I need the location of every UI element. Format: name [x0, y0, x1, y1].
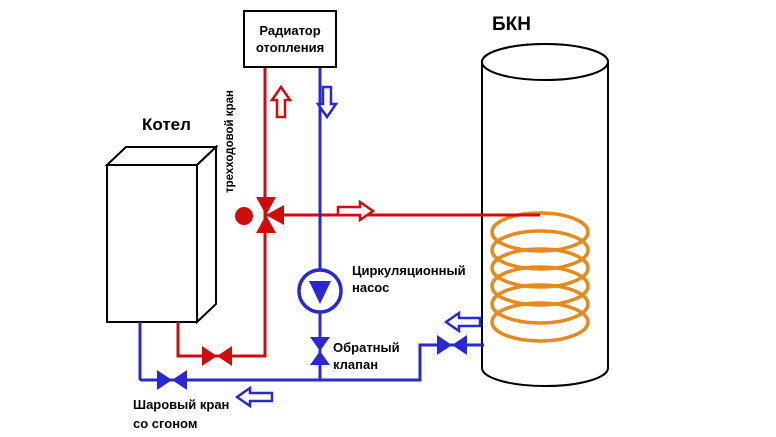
bkn-label: БКН: [492, 14, 531, 35]
coil-ring: [490, 211, 590, 253]
ball-valve-label-line2: со сгоном: [133, 416, 198, 431]
flow-arrow-left-bkn-icon: [443, 310, 482, 334]
coil-ring: [490, 301, 590, 343]
pump-label-line1: Циркуляционный: [352, 263, 466, 278]
boiler-label: Котел: [142, 115, 191, 134]
radiator-label-line2: отопления: [255, 40, 325, 55]
flow-arrow-left-return-icon: [234, 385, 274, 409]
boiler-supply-valve: [202, 346, 232, 366]
boiler-side-face: [196, 144, 217, 325]
flow-arrow-up-icon: [269, 84, 293, 119]
ball-valve-label: Шаровый кран со сгоном: [133, 395, 229, 433]
flow-arrow-down-icon: [315, 85, 339, 120]
circulation-pump: [297, 268, 343, 314]
coil-ring: [490, 265, 590, 307]
check-valve-label: Обратный клапан: [333, 339, 400, 373]
circulation-pump-label: Циркуляционный насос: [352, 262, 466, 296]
coil-ring: [490, 283, 590, 325]
boiler-front-face: [106, 164, 198, 323]
heating-coil: [490, 211, 590, 343]
radiator-label-line1: Радиатор: [259, 23, 321, 38]
radiator-label-box: Радиатор отопления: [243, 10, 337, 68]
three-way-valve-label: трехходовой кран: [224, 90, 236, 193]
valve-actuator-icon: [235, 207, 253, 225]
three-way-valve: [235, 197, 284, 233]
bkn-return-valve: [437, 335, 467, 355]
coil-ring: [490, 247, 590, 289]
boiler-body: [104, 144, 219, 325]
pump-rotor-icon: [309, 281, 331, 304]
ball-valve: [157, 370, 187, 390]
bkn-tank-top-rim: [481, 43, 609, 81]
flow-arrow-right-icon: [336, 199, 376, 223]
check-valve: [310, 337, 330, 365]
check-valve-label-line2: клапан: [333, 357, 379, 372]
pump-label-line2: насос: [352, 280, 390, 295]
check-valve-label-line1: Обратный: [333, 340, 400, 355]
coil-ring: [490, 229, 590, 271]
ball-valve-label-line1: Шаровый кран: [133, 397, 230, 412]
